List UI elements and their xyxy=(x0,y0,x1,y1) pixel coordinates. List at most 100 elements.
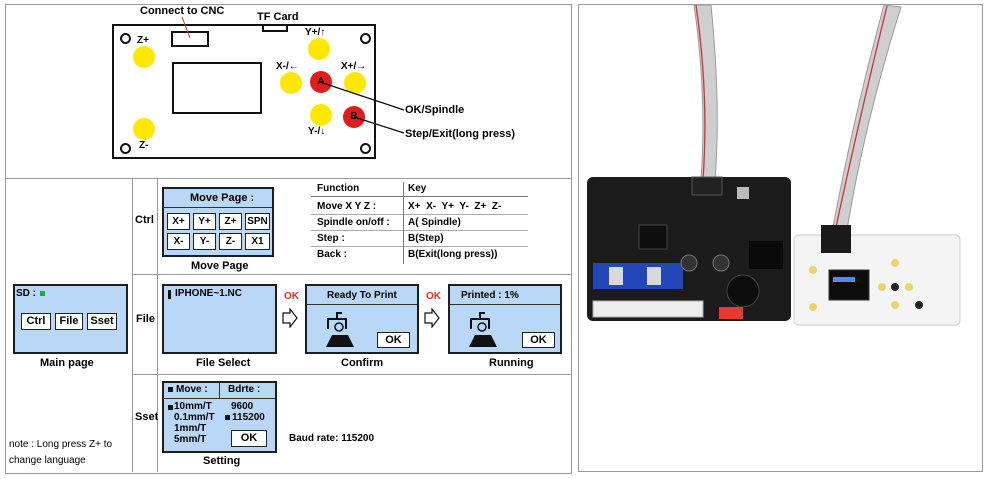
key-x-plus[interactable]: X+ xyxy=(167,213,190,230)
key-z-plus[interactable]: Z+ xyxy=(219,213,242,230)
running-ok-button[interactable]: OK xyxy=(522,332,555,348)
file-cursor xyxy=(168,290,171,299)
move-option-5mm[interactable]: 5mm/T xyxy=(174,434,207,445)
idc-connector-left xyxy=(691,176,723,196)
cnc-machine-icon-2 xyxy=(469,312,497,347)
heatsink xyxy=(593,263,683,289)
ok-arrow-label-2: OK xyxy=(426,291,441,302)
callout-step-exit xyxy=(353,116,405,134)
row-label-sset: Sset xyxy=(135,411,159,423)
ok-spindle-label: OK/Spindle xyxy=(405,104,465,116)
baud-option-marker xyxy=(225,415,230,420)
main-page-caption: Main page xyxy=(40,357,94,369)
x-plus-button xyxy=(344,72,366,94)
baud-rate-note: Baud rate: 115200 xyxy=(289,433,375,444)
table-fn-move: Move X Y Z : xyxy=(317,201,377,212)
move-option-10mm[interactable]: 10mm/T xyxy=(174,401,212,412)
arrow-right-icon-2 xyxy=(424,308,440,328)
setting-baud-header: Bdrte : xyxy=(228,384,261,395)
baud-option-115200[interactable]: 115200 xyxy=(232,412,265,423)
sset-button[interactable]: Sset xyxy=(87,313,117,330)
key-x1[interactable]: X1 xyxy=(245,233,270,250)
pendant-connector xyxy=(821,225,851,253)
setting-move-marker xyxy=(168,387,173,392)
setting-ok-button[interactable]: OK xyxy=(231,430,267,447)
ribbon-cable-left-stripe xyxy=(695,5,706,181)
cnc-connector xyxy=(171,31,209,47)
move-option-0.1mm[interactable]: 0.1mm/T xyxy=(174,412,215,423)
table-key-spindle: A( Spindle) xyxy=(408,217,461,228)
key-y-plus[interactable]: Y+ xyxy=(193,213,216,230)
setting-caption: Setting xyxy=(203,455,241,467)
file-select-screen xyxy=(162,284,277,354)
capacitor-2 xyxy=(680,254,698,272)
step-exit-label: Step/Exit(long press) xyxy=(405,128,516,140)
photo-frame xyxy=(578,4,983,472)
table-header-function: Function xyxy=(317,183,360,194)
confirm-title-line xyxy=(307,304,417,305)
function-key-table: Function Key Move X Y Z : X+ X- Y+ Y- Z+… xyxy=(311,182,528,264)
move-page-title-line xyxy=(164,207,272,208)
running-title: Printed : 1% xyxy=(461,290,519,301)
mount-hole-tr xyxy=(360,33,371,44)
key-x-minus[interactable]: X- xyxy=(167,233,190,250)
ctrl-button[interactable]: Ctrl xyxy=(21,313,51,330)
callout-ok-spindle xyxy=(319,81,405,111)
setting-move-header: Move : xyxy=(176,384,208,395)
table-header-line xyxy=(311,196,528,197)
ok-arrow-label-1: OK xyxy=(284,291,299,302)
move-option-marker xyxy=(168,405,173,410)
board-chip xyxy=(638,224,668,250)
grid-row-line-1 xyxy=(132,274,571,275)
power-jack xyxy=(749,241,783,269)
table-key-move: X+ X- Y+ Y- Z+ Z- xyxy=(408,201,502,212)
inductor xyxy=(726,274,760,308)
grid-row-line-2 xyxy=(132,374,571,375)
pendant-button-b xyxy=(915,301,923,309)
table-col-line xyxy=(403,182,404,264)
ribbon-cable-right-stripe xyxy=(835,5,888,228)
file-name[interactable]: IPHONE~1.NC xyxy=(175,288,242,299)
callout-connect xyxy=(181,16,191,39)
red-connector xyxy=(719,307,743,319)
table-fn-spindle: Spindle on/off : xyxy=(317,217,390,228)
pendant-button-z-plus xyxy=(809,266,817,274)
table-row-line-3 xyxy=(311,246,528,247)
confirm-ok-button[interactable]: OK xyxy=(377,332,410,348)
file-select-caption: File Select xyxy=(196,357,251,369)
move-option-1mm[interactable]: 1mm/T xyxy=(174,423,207,434)
grid-col-line-2 xyxy=(157,178,158,472)
key-y-minus[interactable]: Y- xyxy=(193,233,216,250)
confirm-caption: Confirm xyxy=(341,357,384,369)
white-header xyxy=(592,300,704,318)
pendant-button-x-plus xyxy=(905,283,913,291)
baud-option-9600[interactable]: 9600 xyxy=(231,401,254,412)
key-z-minus[interactable]: Z- xyxy=(219,233,242,250)
z-minus-button xyxy=(133,118,155,140)
pendant-body xyxy=(793,234,961,326)
sd-status-indicator xyxy=(40,291,45,296)
running-title-line xyxy=(450,304,560,305)
y-minus-button xyxy=(310,104,332,126)
key-spn[interactable]: SPN xyxy=(245,213,270,230)
z-plus-button xyxy=(133,46,155,68)
heatsink-clip-1 xyxy=(609,267,623,285)
pendant-oled-text xyxy=(833,277,855,282)
table-key-step: B(Step) xyxy=(408,233,444,244)
pendant-button-z-minus xyxy=(809,303,817,311)
capacitor-1 xyxy=(712,254,730,272)
x-plus-label: X+/→ xyxy=(341,61,367,72)
mount-hole-tl xyxy=(120,33,131,44)
file-button[interactable]: File xyxy=(55,313,83,330)
divider-top xyxy=(5,178,571,179)
arrow-right-icon-1 xyxy=(282,308,298,328)
y-plus-label: Y+/↑ xyxy=(305,27,326,38)
pendant-button-y-minus xyxy=(891,301,899,309)
table-fn-step: Step : xyxy=(317,233,345,244)
pendant-button-a xyxy=(891,283,899,291)
lcd-window xyxy=(172,62,262,114)
heatsink-clip-2 xyxy=(647,267,661,285)
row-label-ctrl: Ctrl xyxy=(135,214,154,226)
ribbon-cable-left xyxy=(693,5,718,181)
connect-to-cnc-label: Connect to CNC xyxy=(140,5,225,17)
